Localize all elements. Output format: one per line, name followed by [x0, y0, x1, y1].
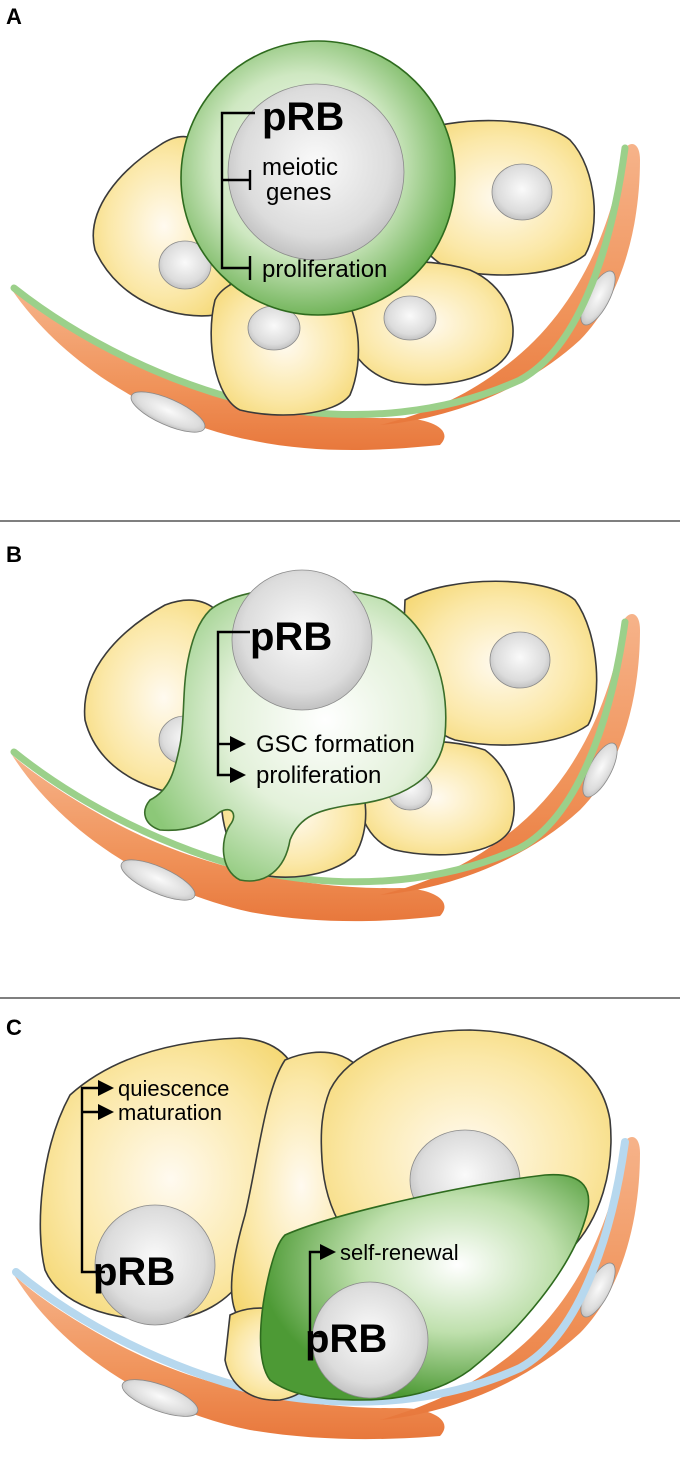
regulation-bracket-right [308, 1250, 325, 1338]
activation-arrowhead [320, 1244, 336, 1260]
gsc-formation-label: GSC formation [256, 731, 415, 758]
primordial-germ-cell [144, 586, 447, 882]
somatic-nucleus [383, 295, 437, 341]
stroma-cell [14, 1275, 445, 1440]
stroma-nucleus [130, 391, 206, 433]
meiotic-genes-label: meiotic [262, 154, 338, 181]
panel-c: C quiescence maturation pRB self-renewal… [6, 1015, 640, 1440]
meiotic-genes-label-2: genes [266, 179, 331, 206]
somatic-nucleus [158, 240, 212, 290]
activation-arrowhead [230, 736, 246, 752]
pRB-label-right: pRB [305, 1317, 387, 1361]
panel-a: A pRB meiotic genes proliferation [6, 4, 640, 450]
regulation-bracket [216, 630, 250, 777]
stem-cell-nucleus [227, 83, 405, 261]
germ-cell-nucleus [231, 569, 373, 711]
proliferation-label: proliferation [256, 762, 381, 789]
regulation-bracket-left [80, 1086, 105, 1274]
proliferation-label: proliferation [262, 256, 387, 283]
stroma-nucleus [121, 1379, 199, 1417]
somatic-nucleus [489, 631, 551, 689]
stroma-cell [12, 290, 445, 450]
stroma-cell [12, 755, 445, 922]
panel-b-letter: B [6, 542, 22, 567]
maturation-label: maturation [118, 1100, 222, 1125]
activation-arrowhead [98, 1080, 114, 1096]
activation-arrowhead [98, 1104, 114, 1120]
activation-arrowhead [230, 767, 246, 783]
pRB-label: pRB [262, 95, 344, 139]
quiescence-label: quiescence [118, 1076, 229, 1101]
somatic-nucleus [491, 163, 553, 221]
quiescent-cell-nucleus [94, 1204, 216, 1326]
panel-a-letter: A [6, 4, 22, 29]
activated-cell-nucleus [311, 1281, 429, 1399]
stroma-nucleus [120, 859, 196, 901]
pRB-label-left: pRB [93, 1250, 175, 1294]
regulation-bracket [220, 111, 255, 270]
panel-c-letter: C [6, 1015, 22, 1040]
basement-membrane [10, 618, 629, 886]
panel-b: B pRB GSC formation proliferation [6, 542, 640, 922]
basement-membrane [12, 1138, 629, 1406]
basement-membrane [10, 144, 629, 418]
pRB-label: pRB [250, 615, 332, 659]
self-renewal-label: self-renewal [340, 1240, 459, 1265]
